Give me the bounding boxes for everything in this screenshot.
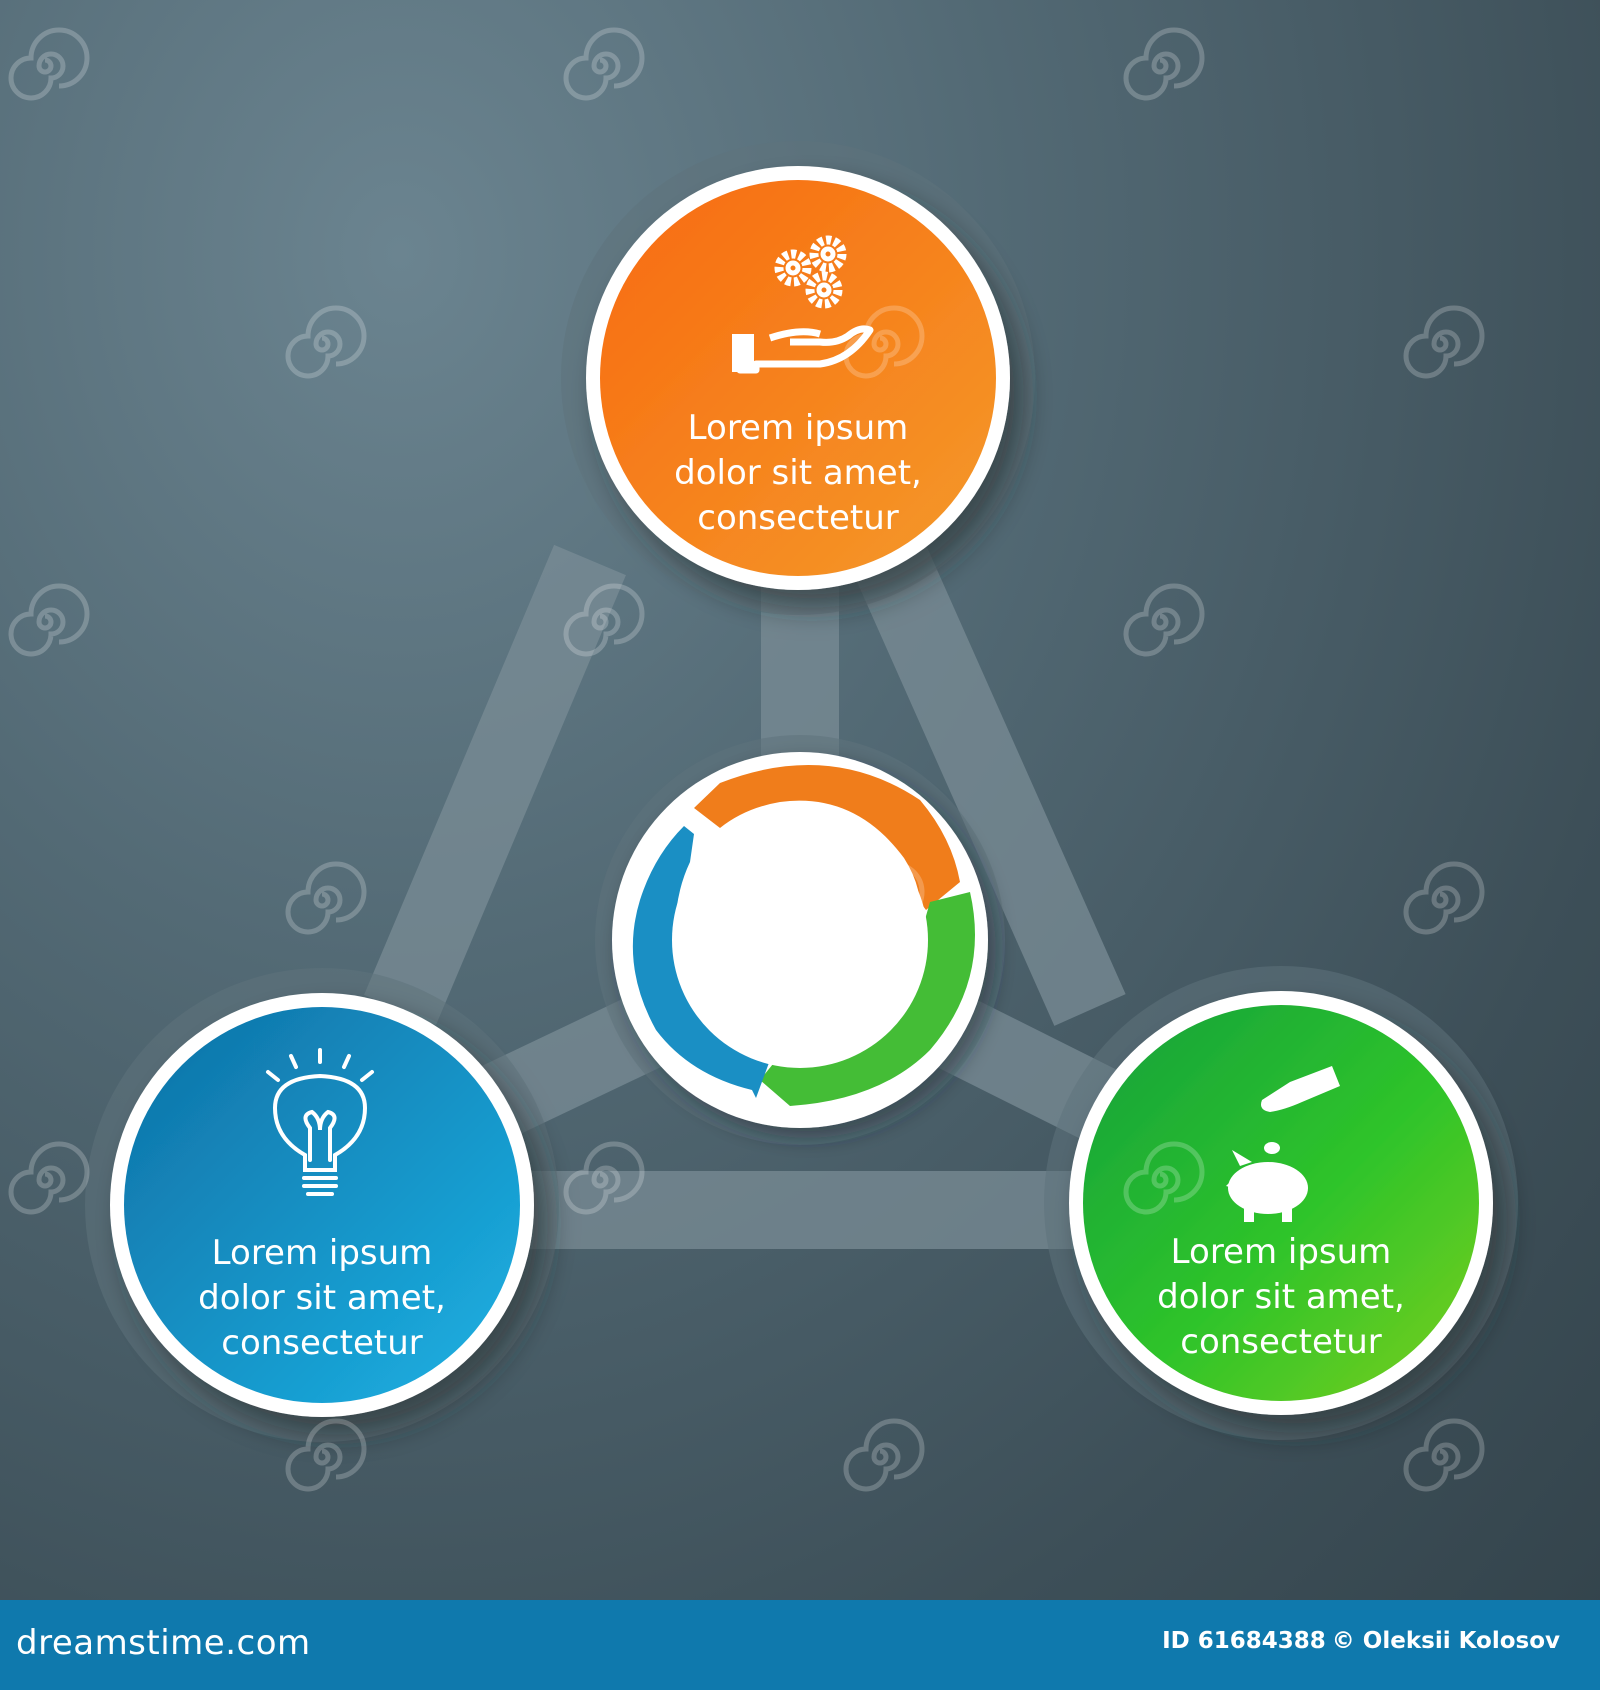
coin-into-piggy-bank-icon: [1226, 1066, 1340, 1222]
spiral-logo-icon: [1403, 305, 1485, 379]
connector-top-left: [364, 544, 626, 1026]
spiral-logo-watermarks: [8, 27, 1485, 1492]
cycle-arrow-blue: [632, 826, 770, 1098]
spiral-logo-icon: [1123, 1141, 1205, 1215]
node-top: [586, 166, 1010, 590]
footer-bar: dreamstime.com ID 61684388© Oleksii Kolo…: [0, 1600, 1600, 1690]
cycle-arrow-orange: [694, 765, 960, 910]
node-right-caption: Lorem ipsum dolor sit amet, consectetur: [1157, 1232, 1405, 1362]
spiral-logo-icon: [1123, 583, 1205, 657]
footer-author: © Oleksii Kolosov: [1331, 1628, 1560, 1654]
lightbulb-icon: [266, 1048, 374, 1196]
footer-brand[interactable]: dreamstime.com: [16, 1623, 311, 1663]
footer-image-id: ID 61684388: [1162, 1628, 1326, 1654]
spiral-logo-icon: [1403, 861, 1485, 935]
spiral-logo-icon: [563, 583, 645, 657]
spiral-logo-icon: [285, 1418, 367, 1492]
node-left-disc: [124, 1007, 520, 1403]
spiral-logo-icon: [8, 27, 90, 101]
spiral-logo-icon: [1403, 1418, 1485, 1492]
spiral-logo-icon: [843, 305, 925, 379]
node-top-disc: [600, 180, 996, 576]
spiral-logo-icon: [563, 1141, 645, 1215]
gears-in-hand-icon: [732, 235, 874, 374]
spiral-logo-icon: [843, 861, 925, 935]
spiral-logo-icon: [285, 861, 367, 935]
diagram-canvas: [8, 27, 1518, 1492]
node-left-caption: Lorem ipsum dolor sit amet, consectetur: [198, 1233, 446, 1363]
spiral-logo-icon: [563, 27, 645, 101]
spiral-logo-icon: [285, 305, 367, 379]
spiral-logo-icon: [843, 1418, 925, 1492]
node-left: [110, 993, 534, 1417]
spiral-logo-icon: [8, 1141, 90, 1215]
node-top-caption: Lorem ipsum dolor sit amet, consectetur: [674, 408, 922, 538]
spiral-logo-icon: [1123, 27, 1205, 101]
cycle-arrows-icon: [632, 765, 975, 1106]
connector-top-right: [854, 544, 1126, 1026]
spiral-logo-icon: [8, 583, 90, 657]
footer-credit: ID 61684388© Oleksii Kolosov: [1162, 1628, 1566, 1654]
